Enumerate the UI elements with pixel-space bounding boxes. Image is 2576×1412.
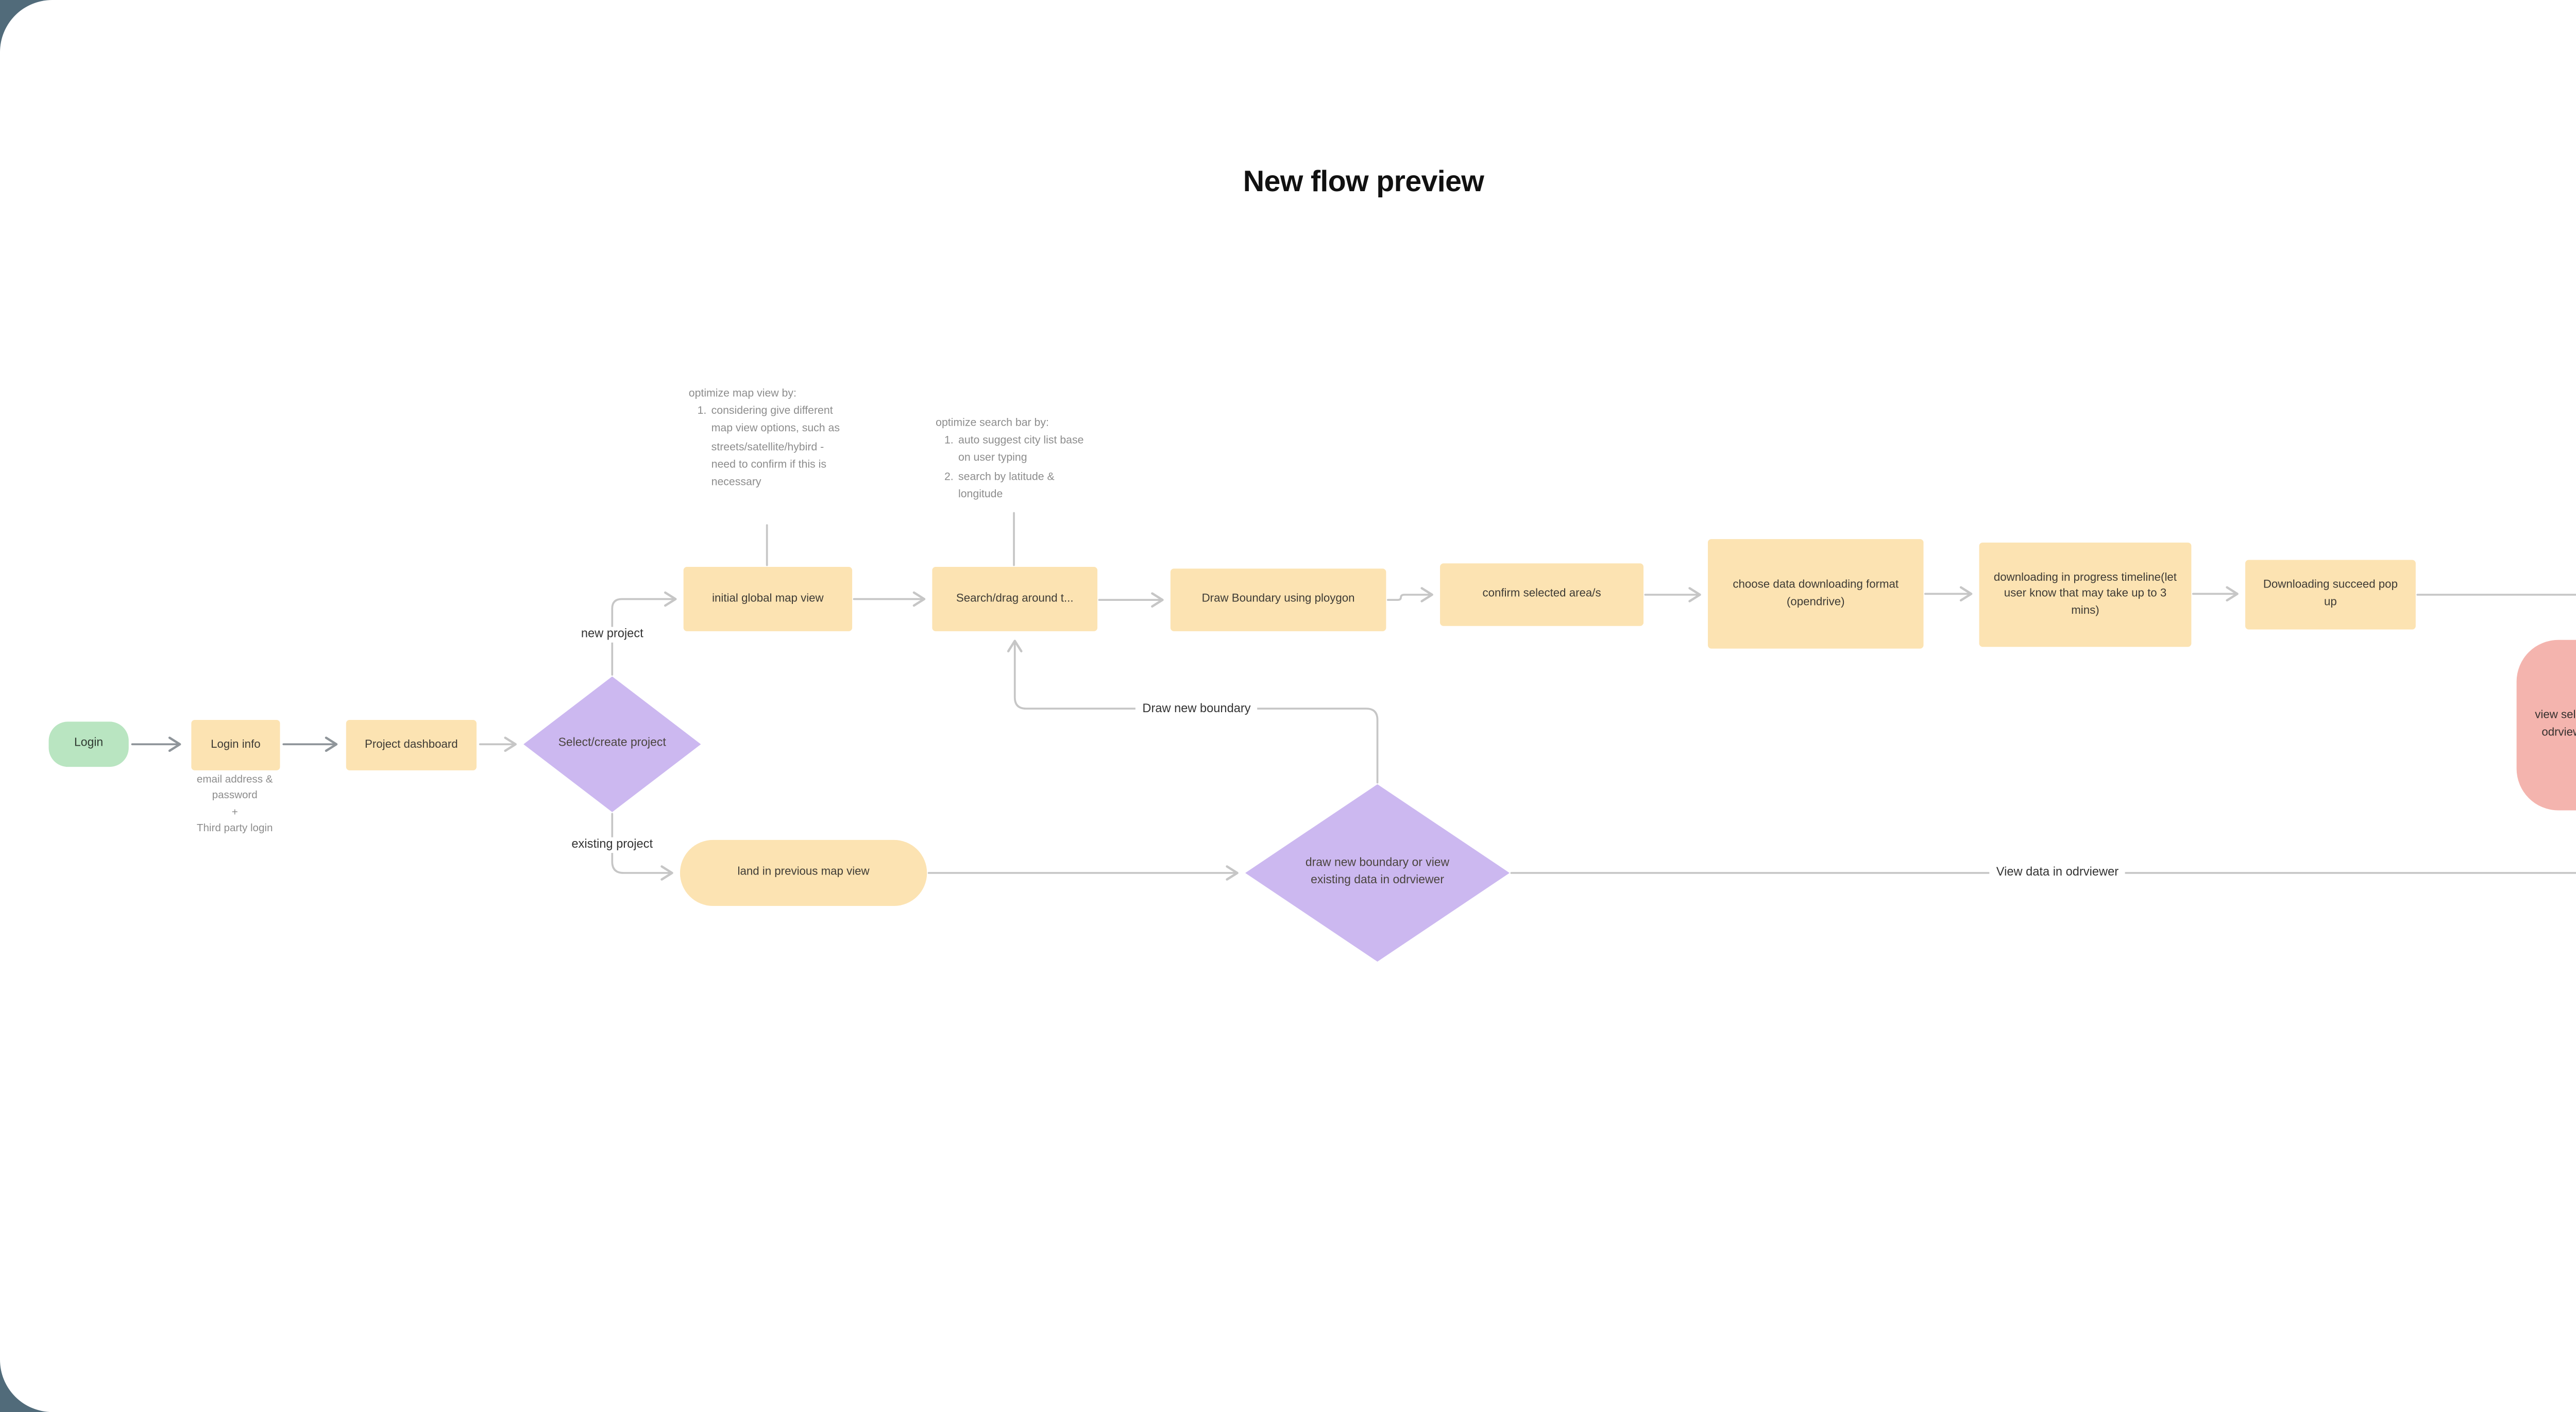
note-optimize-search-bar-item-2: search by latitude & longitude <box>958 470 1055 500</box>
edge-decision-to-initialmap <box>611 591 677 676</box>
note-optimize-map-view-intro: optimize map view by: <box>688 388 796 400</box>
edge-label-view-data-odrviewer: View data in odrviewer <box>1989 865 2126 881</box>
node-initial-global-map-view[interactable]: initial global map view <box>683 567 853 631</box>
edge-drawboundary-to-confirm <box>1386 587 1433 602</box>
page-title: New flow preview <box>1243 165 1484 198</box>
node-login[interactable]: Login <box>48 721 129 767</box>
node-draw-boundary-polygon[interactable]: Draw Boundary using ploygon <box>1170 568 1386 631</box>
node-downloading-progress[interactable]: downloading in progress timeline(let use… <box>1979 542 2192 647</box>
node-search-drag[interactable]: Search/drag around t... <box>932 567 1098 631</box>
decision-select-create-project-label: Select/create project <box>558 737 666 750</box>
edge-decision-to-landprevious <box>611 813 673 881</box>
note-optimize-map-view-item-1: considering give different map view opti… <box>711 405 840 489</box>
decision-draw-or-view-label: draw new boundary or view existing data … <box>1305 856 1450 887</box>
edge-label-new-project: new project <box>574 627 651 643</box>
note-login-credentials: email address & password + Third party l… <box>196 774 273 834</box>
note-optimize-search-bar-item-1: auto suggest city list base on user typi… <box>958 435 1084 465</box>
note-optimize-search-bar: optimize search bar by: auto suggest cit… <box>936 415 1085 504</box>
node-downloading-succeed[interactable]: Downloading succeed pop up <box>2245 560 2416 630</box>
node-view-selected-map-data[interactable]: view selected map data in odrviewer (spl… <box>2516 640 2576 811</box>
edge-label-existing-project: existing project <box>564 837 660 853</box>
edge-succeed-to-viewselected <box>2416 594 2576 596</box>
node-land-previous-map-view[interactable]: land in previous map view <box>680 839 927 906</box>
node-project-dashboard[interactable]: Project dashboard <box>346 720 477 770</box>
node-choose-download-format[interactable]: choose data downloading format (opendriv… <box>1707 539 1924 649</box>
edge-label-draw-new-boundary: Draw new boundary <box>1135 700 1258 717</box>
note-optimize-map-view: optimize map view by: considering give d… <box>689 386 851 492</box>
node-login-info[interactable]: Login info <box>191 720 280 770</box>
node-confirm-selected-area[interactable]: confirm selected area/s <box>1440 563 1644 626</box>
note-optimize-search-bar-intro: optimize search bar by: <box>936 417 1049 430</box>
